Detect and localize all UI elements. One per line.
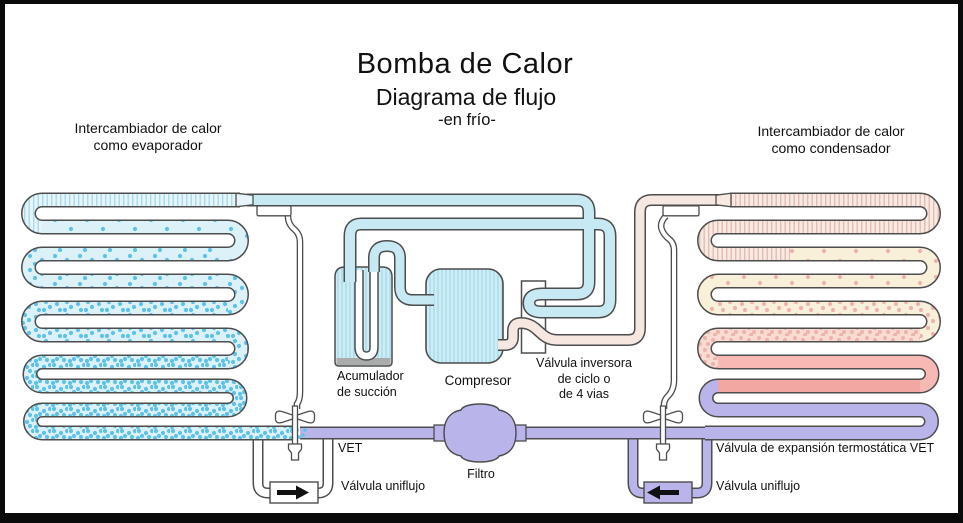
condenser-coil <box>697 192 941 441</box>
flow-arrow-left-icon <box>647 485 679 500</box>
condenser-label: Intercambiador de calor como condensador <box>757 123 904 157</box>
reducer-left <box>235 192 254 208</box>
accumulator-oil-band <box>336 358 391 365</box>
check-valve-right <box>643 481 693 504</box>
suction-line <box>247 193 617 319</box>
compressor-label: Compresor <box>444 373 512 388</box>
evaporator-label-line1: Intercambiador de calor <box>74 120 222 136</box>
reversing-valve-label-line2: de ciclo o <box>557 371 611 386</box>
condenser-label-line1: Intercambiador de calor <box>757 123 905 139</box>
page-subtitle: Diagrama de flujo <box>375 84 557 110</box>
evaporator-label-line2: como evaporador <box>93 137 203 153</box>
condenser-label-line2: como condensador <box>771 140 891 156</box>
page-title: Bomba de Calor <box>356 48 574 80</box>
vet-sensing-bulb-right <box>662 205 700 217</box>
reversing-valve-label-line1: Válvula inversora <box>536 356 632 370</box>
check-valve-right-label: Válvula uniflujo <box>716 479 801 493</box>
accumulator-label-line1: Acumulador <box>337 369 404 383</box>
evaporator-label: Intercambiador de calor como evaporador <box>74 120 221 154</box>
accumulator-label-line2: de succión <box>337 384 397 399</box>
check-valve-left-label: Válvula uniflujo <box>341 479 426 493</box>
accumulator-u-tube <box>354 270 379 361</box>
accumulator-to-compressor-pipe <box>368 239 434 306</box>
vet-sensing-bulb-left <box>256 205 292 217</box>
accumulator-label: Acumulador de succión <box>337 369 404 400</box>
vet-right-label: Válvula de expansión termostática VET <box>716 441 935 455</box>
mode-label: -en frío- <box>438 111 496 129</box>
vet-left-label: VET <box>338 441 363 455</box>
filter <box>433 403 527 463</box>
reversing-valve-label: Válvula inversora de ciclo o de 4 vias <box>536 356 632 403</box>
vet-capillary-right <box>657 213 678 409</box>
reversing-valve-label-line3: de 4 vias <box>558 387 610 401</box>
filter-label: Filtro <box>467 467 495 481</box>
check-valve-left <box>269 481 319 504</box>
flow-arrow-right-icon <box>277 485 309 500</box>
reducer-right <box>715 192 732 208</box>
discharge-line <box>498 194 719 351</box>
evaporator-coil <box>21 192 293 441</box>
vet-capillary-left <box>284 215 304 409</box>
compressor-body <box>425 268 504 364</box>
